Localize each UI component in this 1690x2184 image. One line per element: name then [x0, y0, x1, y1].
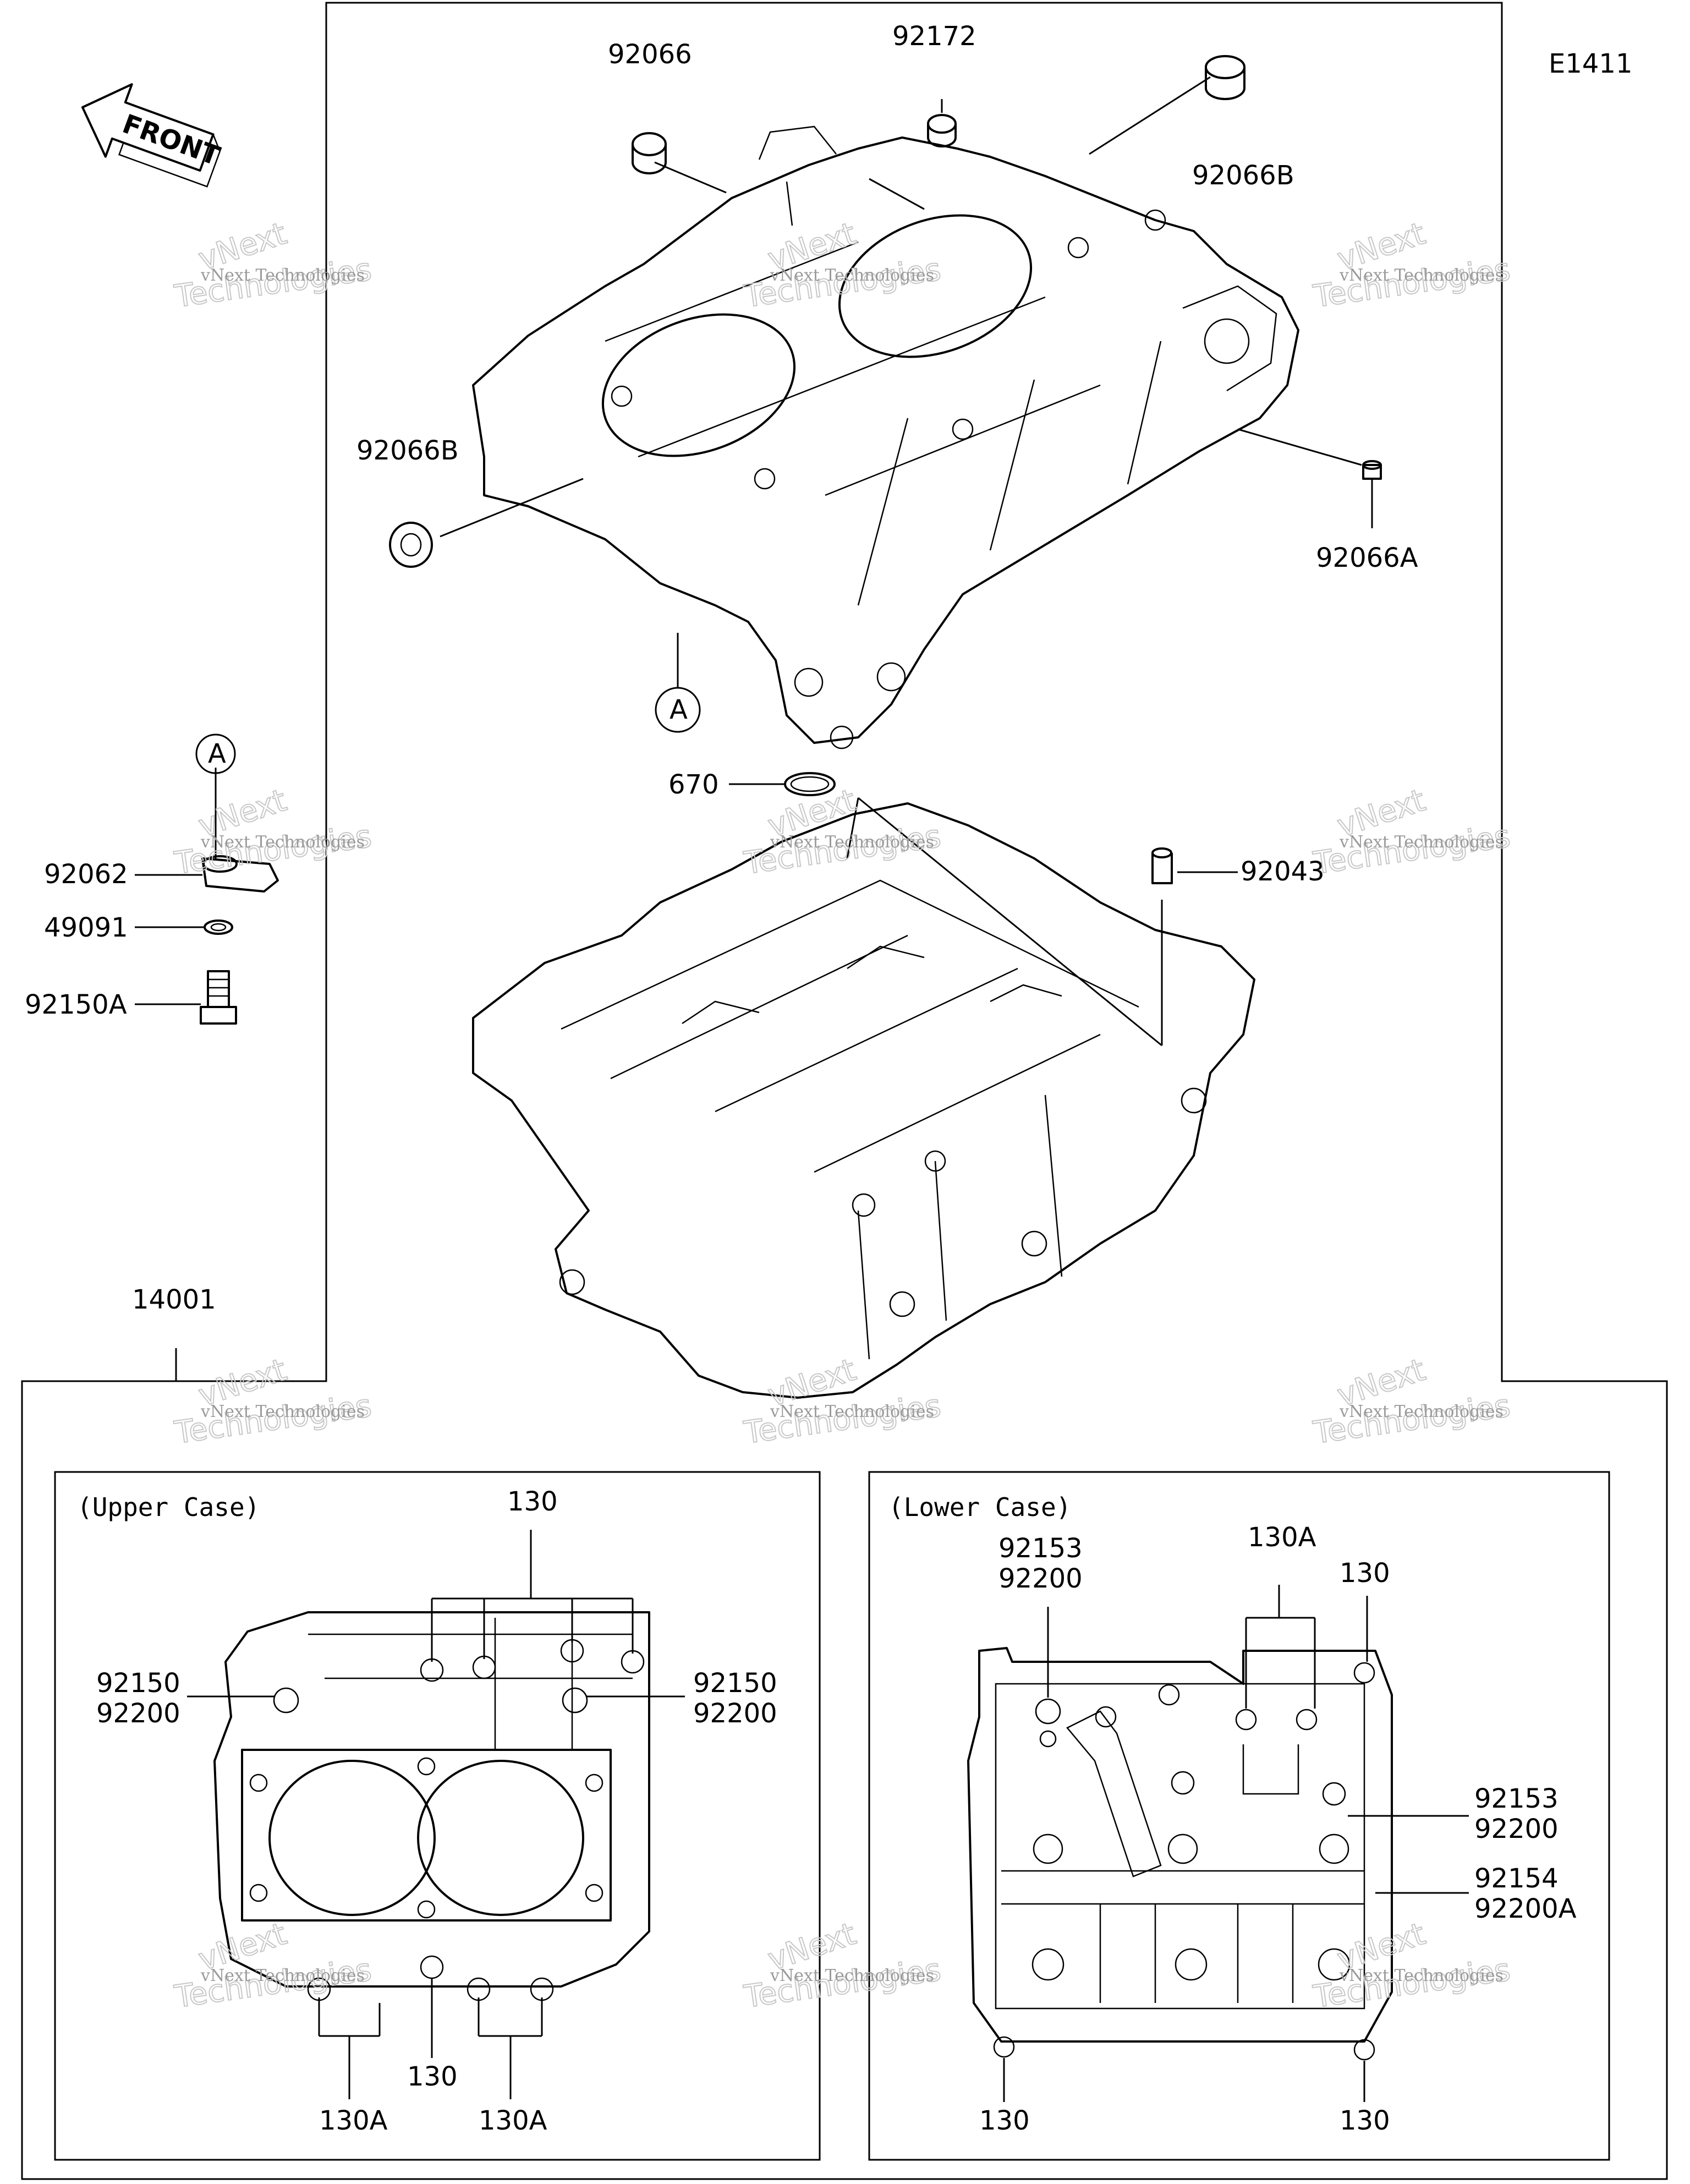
upper-callout-130a-right: 130A [479, 2105, 547, 2136]
svg-text:vNext Technologies: vNext Technologies [770, 833, 934, 852]
lower-callout-130-top-right: 130 [1340, 1558, 1390, 1589]
lower-case-label: (Lower Case) [888, 1492, 1071, 1522]
upper-callout-130a-left: 130A [319, 2105, 388, 2136]
upper-callout-130-top: 130 [507, 1486, 558, 1517]
ref-a-main: A [670, 694, 688, 725]
svg-text:vNext Technologies: vNext Technologies [200, 266, 365, 285]
upper-callout-92150-left: 92150 [96, 1668, 180, 1699]
callout-92172: 92172 [892, 21, 976, 52]
watermark: vNext Technologies vNext Technologies [741, 782, 943, 882]
upper-case-inset-drawing [213, 1611, 650, 2001]
callout-14001: 14001 [132, 1284, 216, 1315]
small-parts [200, 55, 1382, 1025]
upper-callout-92200-left: 92200 [96, 1698, 180, 1729]
upper-case-label: (Upper Case) [77, 1492, 260, 1522]
lower-callout-92200-b: 92200 [1474, 1814, 1559, 1844]
lower-callout-130-bottom-left: 130 [979, 2105, 1030, 2136]
watermark: vNext Technologies vNext Technologies [1310, 1351, 1513, 1452]
ref-a-side-circle [195, 734, 236, 774]
callout-92150a: 92150A [25, 989, 127, 1020]
frames [21, 2, 1668, 2180]
leader-lines [135, 76, 1373, 1381]
lower-case-box [868, 1471, 1610, 2161]
lower-callout-130a: 130A [1248, 1522, 1316, 1553]
watermark: vNext Technologies vNext Technologies [1310, 782, 1513, 882]
callout-49091: 49091 [44, 912, 128, 943]
svg-text:vNext Technologies: vNext Technologies [770, 1402, 934, 1421]
svg-text:vNext Technologies: vNext Technologies [1339, 1966, 1504, 1985]
callout-92066b-left: 92066B [356, 435, 459, 466]
callout-92066a: 92066A [1316, 543, 1418, 573]
watermark: vNext Technologies vNext Technologies [172, 1351, 374, 1452]
callout-92062: 92062 [44, 859, 128, 890]
svg-text:vNext Technologies: vNext Technologies [1339, 1402, 1504, 1421]
ref-a-side: A [208, 738, 226, 769]
upper-callout-92150-right: 92150 [693, 1668, 777, 1699]
main-callouts: 92066 92172 92066B 92066B 92066A A A 670… [25, 21, 1418, 1315]
svg-text:vNext Technologies: vNext Technologies [200, 1402, 365, 1421]
svg-text:vNext Technologies: vNext Technologies [1339, 833, 1504, 852]
watermark: vNext Technologies vNext Technologies [172, 1915, 374, 2016]
upper-callout-130-bottom: 130 [407, 2061, 458, 2092]
front-arrow-icon: FRONT [81, 83, 224, 188]
svg-text:vNext Technologies: vNext Technologies [200, 1966, 365, 1985]
upper-callout-92200-right: 92200 [693, 1698, 777, 1729]
svg-text:vNext Technologies: vNext Technologies [200, 833, 365, 852]
svg-text:vNext Technologies: vNext Technologies [770, 1966, 934, 1985]
callout-92066: 92066 [608, 39, 692, 70]
lower-callout-92200a: 92200A [1474, 1893, 1577, 1924]
watermarks: vNext Technologies vNext Technologies vN… [172, 215, 1513, 2016]
svg-text:vNext Technologies: vNext Technologies [1339, 266, 1504, 285]
lower-callout-130-bottom-right: 130 [1340, 2105, 1390, 2136]
upper-crankcase-drawing [472, 125, 1299, 749]
watermark: vNext Technologies vNext Technologies [1310, 1915, 1513, 2016]
lower-crankcase-drawing [472, 802, 1255, 1399]
lower-case-callouts: 92153 92200 130A 130 92153 92200 92154 9… [979, 1522, 1577, 2136]
lower-case-leaders [1003, 1585, 1469, 2102]
watermark: vNext Technologies vNext Technologies [741, 1351, 943, 1452]
ref-a-main-circle [655, 687, 701, 733]
main-frame [21, 2, 1668, 2180]
lower-callout-92154: 92154 [1474, 1863, 1559, 1894]
svg-text:vNext Technologies: vNext Technologies [770, 266, 934, 285]
watermark: vNext Technologies vNext Technologies [172, 215, 374, 315]
lower-callout-92153-b: 92153 [1474, 1783, 1559, 1814]
callout-92043: 92043 [1241, 856, 1325, 887]
lower-case-inset-drawing [967, 1647, 1393, 2061]
watermark: vNext Technologies vNext Technologies [1310, 215, 1513, 315]
diagram-code: E1411 [1549, 48, 1632, 79]
lower-callout-92153-a: 92153 [998, 1533, 1083, 1564]
upper-case-box [54, 1471, 821, 2161]
upper-case-leaders [187, 1530, 685, 2099]
lower-callout-92200-a: 92200 [998, 1563, 1083, 1594]
watermark: vNext Technologies vNext Technologies [172, 782, 374, 882]
watermark: vNext Technologies vNext Technologies [741, 215, 943, 315]
callout-92066b-top: 92066B [1192, 160, 1294, 191]
callout-670: 670 [668, 769, 719, 800]
upper-case-callouts: 130 92150 92200 92150 92200 130 130A 130… [96, 1486, 777, 2136]
watermark: vNext Technologies vNext Technologies [741, 1915, 943, 2016]
